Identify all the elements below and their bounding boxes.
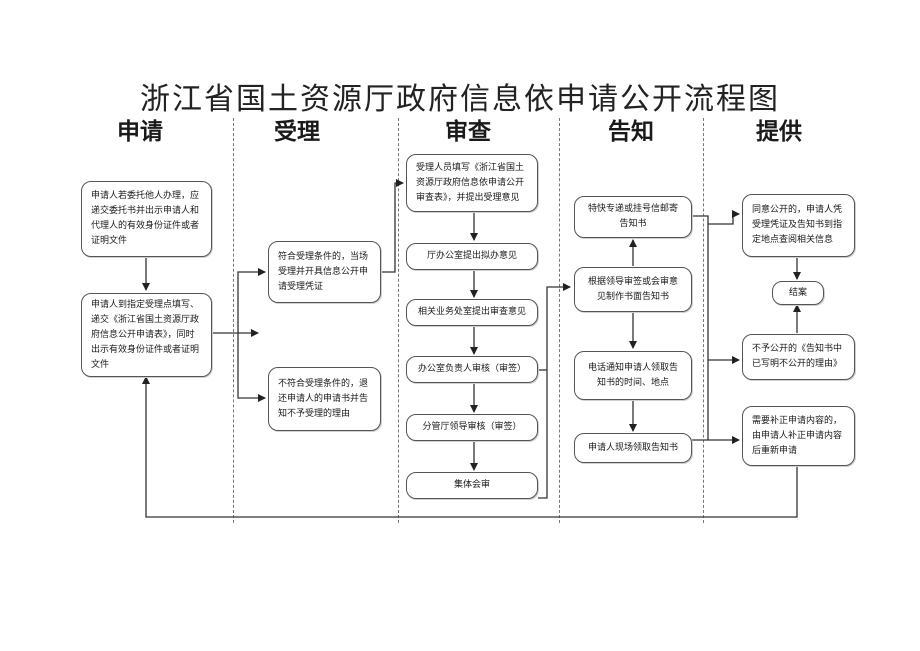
diagram-title: 浙江省国土资源厅政府信息依申请公开流程图 <box>140 82 780 117</box>
column-header-accept: 受理 <box>274 119 320 145</box>
supplement-box: 需要补正申请内容的，由申请人补正申请内容后重新申请 <box>742 406 855 466</box>
column-header-review: 审查 <box>445 119 491 145</box>
leader-review-box: 分管厅领导审核（审签） <box>406 414 538 441</box>
eligible-box: 符合受理条件的，当场受理并开具信息公开申请受理凭证 <box>268 241 381 303</box>
office-opinion-box: 厅办公室提出拟办意见 <box>406 243 538 270</box>
mail-notice-box: 特快专递或挂号信邮寄告知书 <box>574 196 692 238</box>
column-divider <box>233 118 234 523</box>
close-case-box: 结案 <box>772 281 824 305</box>
column-divider <box>559 118 560 523</box>
dept-review-box: 相关业务处室提出审查意见 <box>406 299 538 326</box>
column-header-apply: 申请 <box>117 119 163 145</box>
ineligible-box: 不符合受理条件的，退还申请人的申请书并告知不予受理的理由 <box>268 367 381 431</box>
column-header-provide: 提供 <box>756 119 802 145</box>
entrust-box: 申请人若委托他人办理，应递交委托书并出示申请人和代理人的有效身份证件或者证明文件 <box>81 181 212 257</box>
staff-fill-box: 受理人员填写《浙江省国土资源厅政府信息依申请公开审查表》，并提出受理意见 <box>406 154 538 212</box>
office-head-box: 办公室负责人审核（审签） <box>406 356 538 383</box>
column-divider <box>398 118 399 523</box>
fill-form-box: 申请人到指定受理点填写、递交《浙江省国土资源厅政府信息公开申请表》，同时出示有效… <box>81 293 212 377</box>
agree-box: 同意公开的，申请人凭受理凭证及告知书到指定地点查阅相关信息 <box>742 194 855 257</box>
phone-notice-box: 电话通知申请人领取告知书的时间、地点 <box>574 351 692 400</box>
collective-review-box: 集体会审 <box>406 472 538 499</box>
make-notice-box: 根据领导审签或会审意见制作书面告知书 <box>574 267 692 312</box>
column-divider <box>703 118 704 523</box>
refuse-box: 不予公开的《告知书中已写明不公开的理由》 <box>742 334 855 380</box>
column-header-notify: 告知 <box>608 119 654 145</box>
onsite-notice-box: 申请人现场领取告知书 <box>574 433 692 463</box>
